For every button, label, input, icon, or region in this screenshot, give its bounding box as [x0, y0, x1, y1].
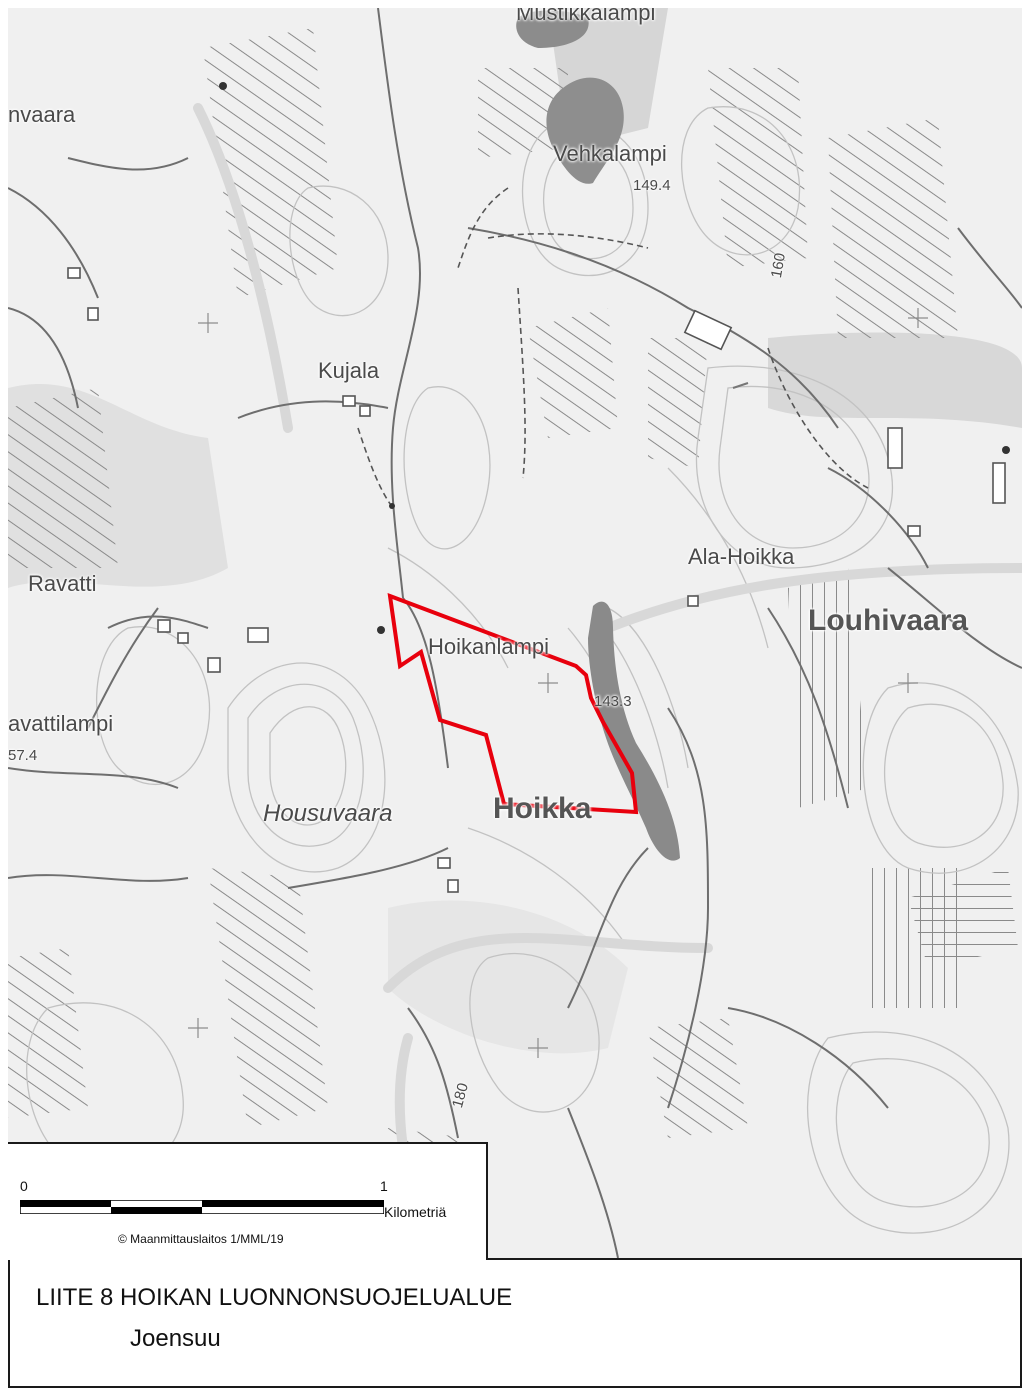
lake-vehkalampi [546, 77, 624, 184]
label-contour-160: 160 [767, 251, 790, 280]
buildings [67, 267, 1006, 893]
label-housuvaara: Housuvaara [263, 800, 393, 827]
dashed-tracks [357, 187, 869, 509]
label-ravattilampi: avattilampi [8, 711, 114, 736]
hatched-area [648, 338, 708, 468]
label-hoikanlampi-elevation: 143.3 [594, 693, 632, 710]
label-hoikka: Hoikka [493, 792, 592, 825]
label-ala-hoikka: Ala-Hoikka [688, 544, 795, 569]
lake-hoikanlampi [588, 601, 680, 861]
scale-unit-label: Kilometriä [384, 1204, 447, 1220]
label-mustikkalampi: Mustikkalampi [516, 8, 656, 25]
label-kujala: Kujala [318, 358, 380, 383]
paths-and-streams [8, 8, 1022, 1258]
map-canvas [8, 8, 1022, 1258]
hatched-area [908, 868, 1018, 968]
scale-bar [20, 1200, 384, 1214]
label-ravatti: Ravatti [28, 571, 97, 596]
grid-crosses [188, 308, 928, 1058]
label-vehkalampi-elevation: 149.4 [633, 177, 671, 194]
field-area [768, 332, 1022, 428]
protected-area-boundary[interactable] [387, 592, 639, 815]
hatched-area [8, 948, 88, 1118]
hatched-area [478, 68, 568, 158]
scale-start-label: 0 [20, 1178, 28, 1194]
caption-title: LIITE 8 HOIKAN LUONNONSUOJELUALUE [36, 1284, 513, 1311]
label-vehkalampi: Vehkalampi [553, 141, 667, 166]
hatched-area [828, 118, 958, 338]
hatched-area [528, 308, 618, 438]
hatched-area [648, 1018, 748, 1138]
label-hoikanlampi: Hoikanlampi [428, 634, 550, 659]
label-louhivaara: Louhivaara [808, 604, 969, 637]
copyright-text: © Maanmittauslaitos 1/MML/19 [118, 1232, 284, 1246]
lake-mustikkalampi [516, 10, 589, 48]
point-markers [219, 82, 1010, 634]
label-ravattilampi-elevation: 57.4 [8, 747, 38, 764]
hatched-area [788, 568, 868, 808]
label-nvaara: nvaara [8, 102, 76, 127]
scale-end-label: 1 [380, 1178, 388, 1194]
hatched-area [208, 868, 328, 1128]
scale-legend: 0 1 Kilometriä © Maanmittauslaitos 1/MML… [8, 1142, 488, 1260]
hatched-area [203, 28, 338, 298]
caption-subtitle: Joensuu [130, 1325, 221, 1352]
hatched-area [8, 388, 118, 568]
topographic-map[interactable]: Mustikkalampi Vehkalampi 149.4 nvaara 16… [8, 8, 1022, 1260]
hatched-area [708, 68, 808, 268]
